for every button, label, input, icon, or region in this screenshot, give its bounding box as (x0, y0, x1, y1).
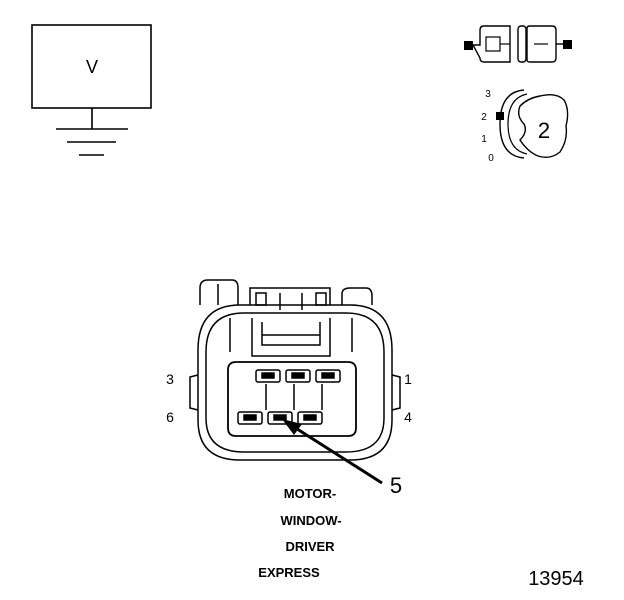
connector-name-line-2: WINDOW- (280, 513, 341, 528)
connector-name: MOTOR- WINDOW- DRIVER EXPRESS (258, 486, 341, 580)
selector-position-3: 3 (485, 89, 491, 100)
terminal-4 (297, 411, 323, 425)
rotary-selector-icon: 3 2 1 0 2 (481, 89, 569, 164)
connector-mating-icon (464, 25, 572, 63)
terminal-1 (315, 369, 341, 383)
pin-cavity-housing (227, 361, 357, 437)
connector-name-line-3: DRIVER (285, 539, 335, 554)
connector-outer-shell (197, 304, 393, 461)
callout-number: 5 (390, 473, 402, 498)
pin-label-1: 1 (404, 371, 412, 387)
terminal-2 (285, 369, 311, 383)
pin-label-3: 3 (166, 371, 174, 387)
connector-name-line-4: EXPRESS (258, 565, 320, 580)
pin-label-6: 6 (166, 409, 174, 425)
voltmeter-symbol: V (31, 24, 152, 156)
ground-icon (56, 128, 128, 156)
selector-position-2: 2 (481, 112, 487, 123)
selector-setting: 2 (538, 118, 550, 143)
terminal-6 (237, 411, 263, 425)
pin-label-4: 4 (404, 409, 412, 425)
callout-arrow (282, 419, 383, 485)
selector-position-0: 0 (488, 153, 494, 164)
figure-number: 13954 (528, 568, 584, 590)
terminals (237, 369, 341, 425)
terminal-3 (255, 369, 281, 383)
connector-face (189, 279, 401, 461)
connector-name-line-1: MOTOR- (284, 486, 336, 501)
meter-label: V (86, 57, 98, 77)
selector-position-1: 1 (481, 134, 487, 145)
